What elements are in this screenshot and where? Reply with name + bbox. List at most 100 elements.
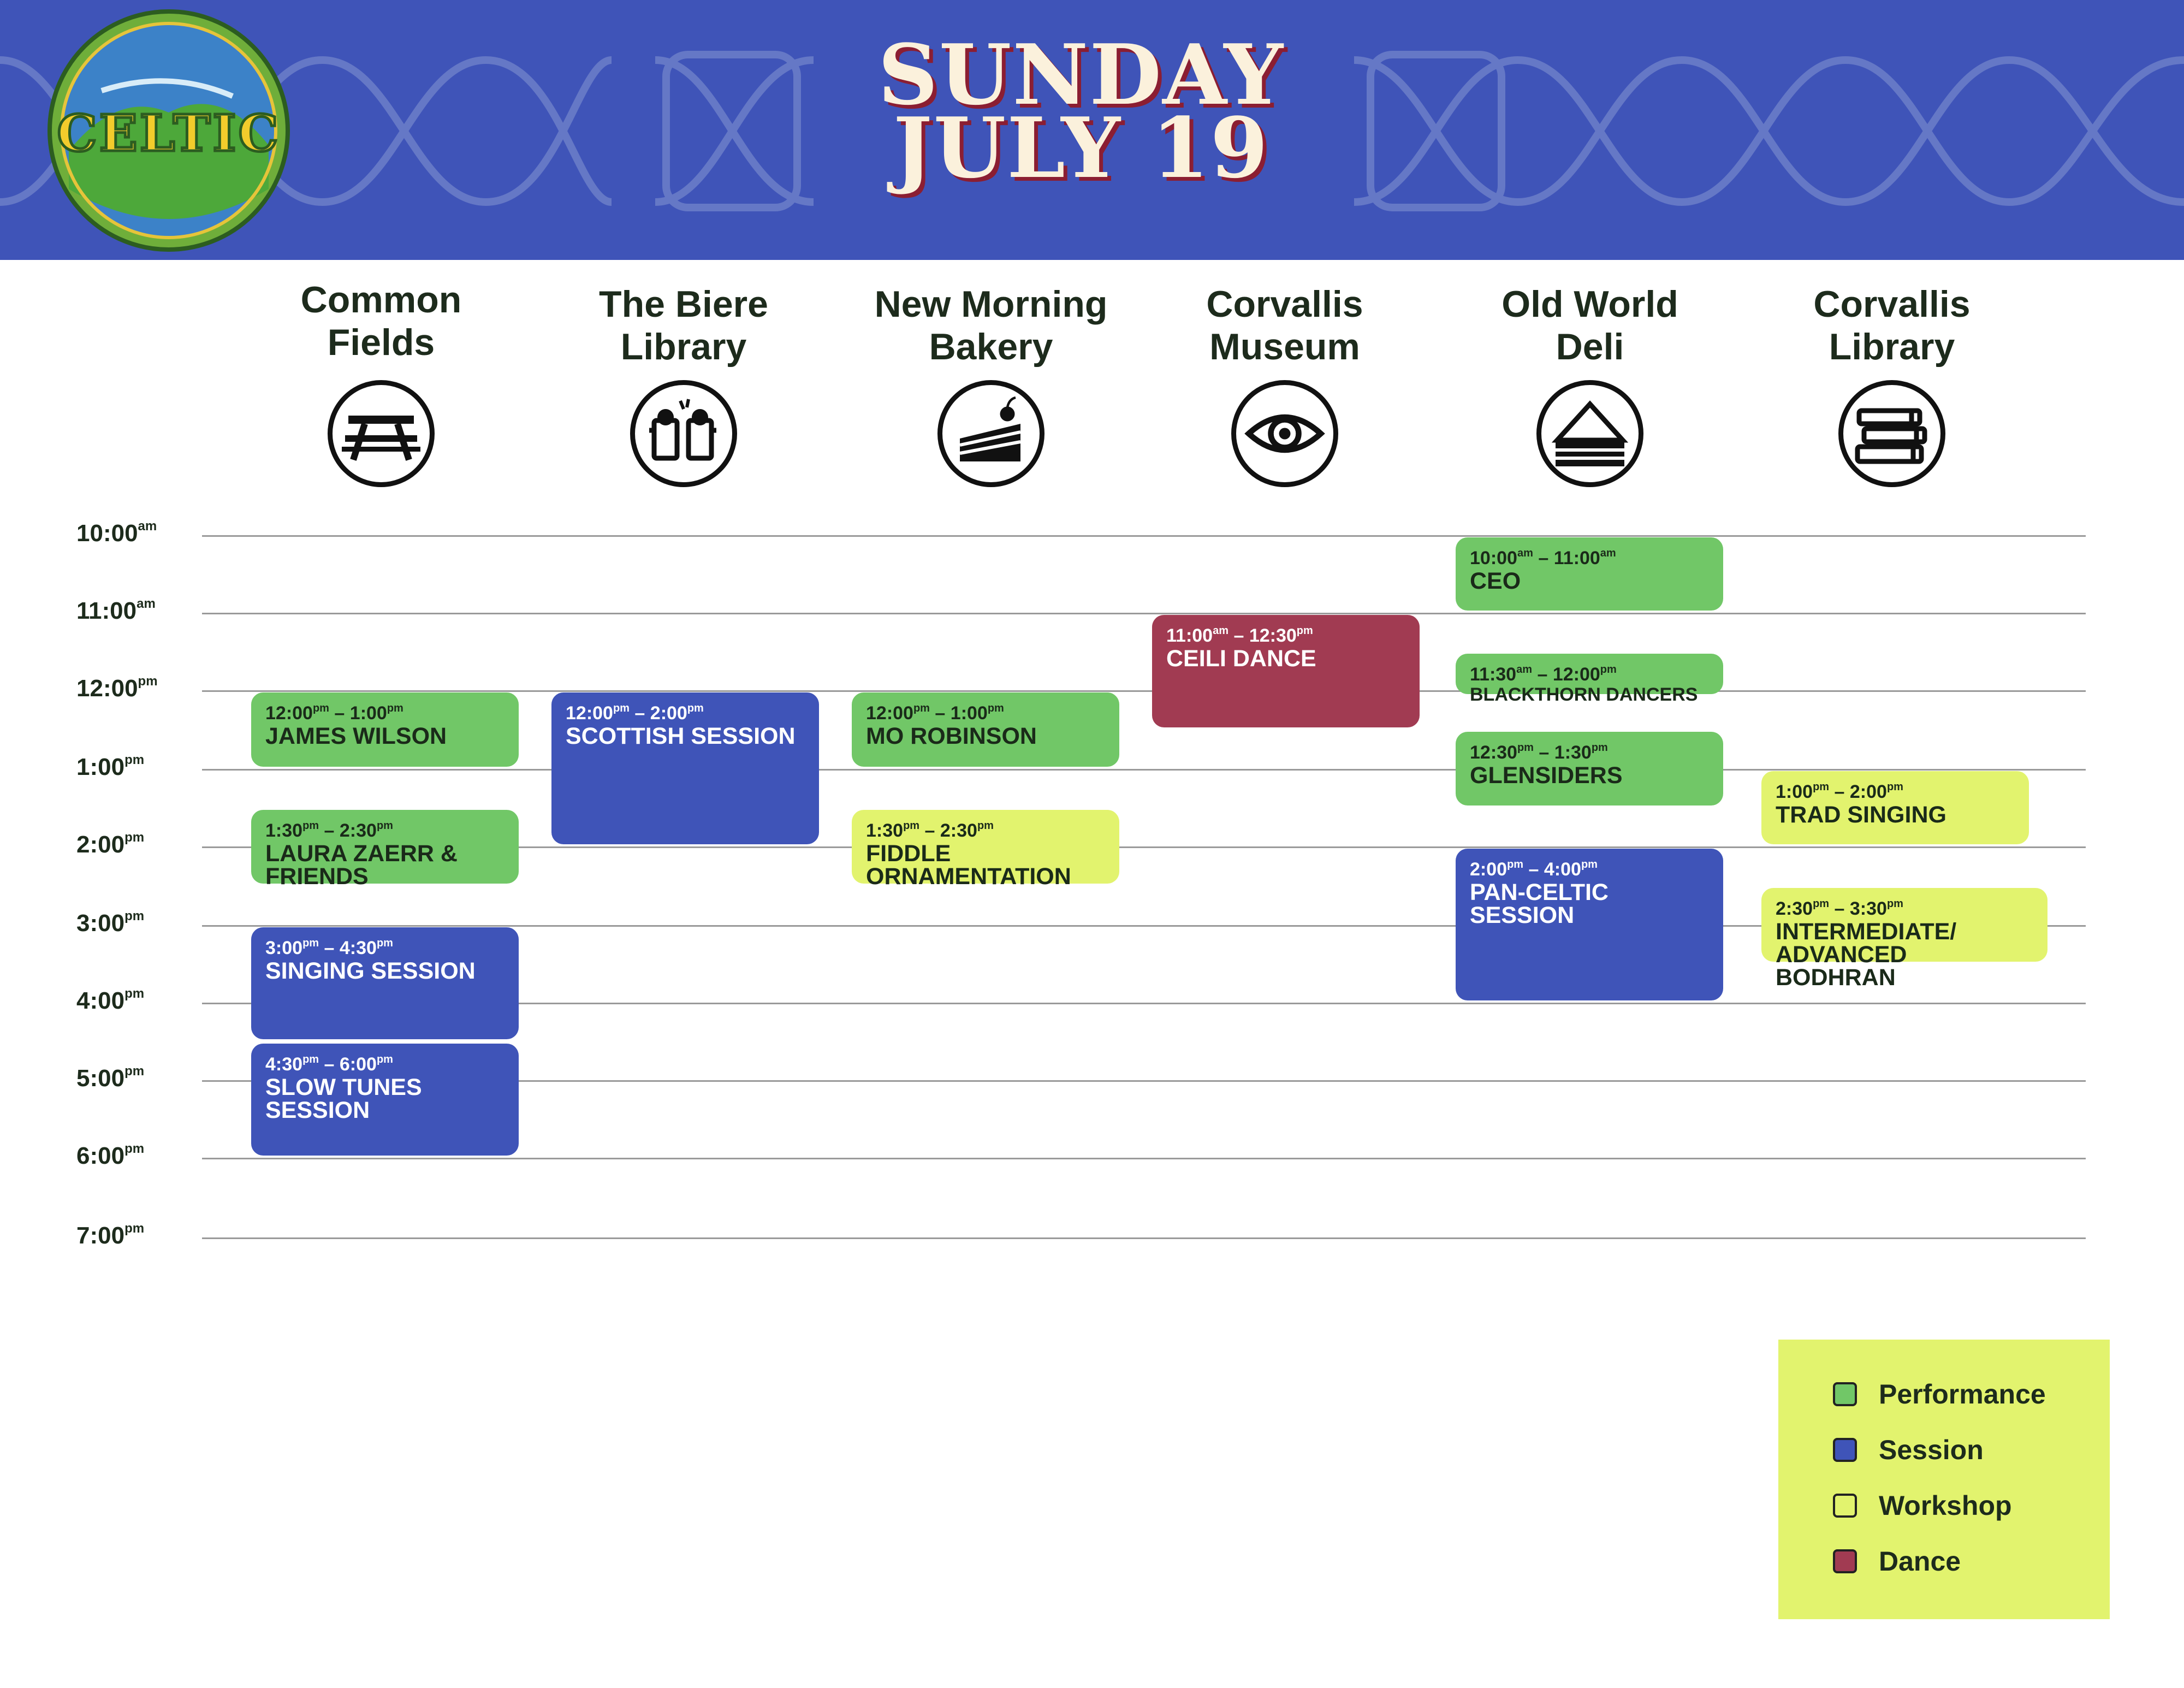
event-end-ampm: pm bbox=[1591, 742, 1608, 754]
event-time: 12:00pm – 1:00pm bbox=[866, 697, 1105, 725]
event-start-ampm: pm bbox=[913, 702, 930, 714]
event-time: 4:30pm – 6:00pm bbox=[265, 1048, 505, 1076]
event-start-time: 3:00 bbox=[265, 938, 303, 958]
time-label-ampm: pm bbox=[124, 830, 145, 845]
time-label-ampm: pm bbox=[124, 1141, 145, 1156]
event-end-time: 12:30 bbox=[1249, 625, 1297, 646]
event-end-time: 1:00 bbox=[349, 703, 387, 724]
legend-label: Performance bbox=[1879, 1379, 2046, 1409]
event-time-dash: – bbox=[1523, 859, 1544, 880]
time-label-hour: 6:00 bbox=[76, 1142, 125, 1169]
event-name: INTERMEDIATE/ ADVANCED BODHRAN bbox=[1776, 919, 1957, 991]
event-time-dash: – bbox=[1829, 898, 1850, 919]
event-end-time: 4:30 bbox=[339, 938, 377, 958]
time-label-ampm: pm bbox=[124, 753, 145, 767]
legend-item: Dance bbox=[1833, 1545, 1961, 1578]
time-label: 10:00am bbox=[76, 519, 157, 547]
event-start-time: 1:30 bbox=[866, 820, 904, 841]
time-label-ampm: am bbox=[136, 596, 156, 611]
time-label-ampm: pm bbox=[124, 986, 145, 1001]
event-end-ampm: pm bbox=[376, 1053, 393, 1065]
time-label: 2:00pm bbox=[76, 830, 144, 858]
event-start-time: 2:00 bbox=[1470, 859, 1508, 880]
time-label-ampm: pm bbox=[138, 674, 158, 689]
event-end-ampm: pm bbox=[987, 702, 1004, 714]
event-end-time: 2:00 bbox=[1849, 781, 1887, 802]
page-title: SUNDAY JULY 19 bbox=[814, 33, 1349, 189]
event-time: 2:30pm – 3:30pm bbox=[1776, 892, 2033, 920]
event-time: 10:00am – 11:00am bbox=[1470, 542, 1709, 570]
event-end-time: 6:00 bbox=[339, 1054, 377, 1075]
event-end-time: 1:30 bbox=[1554, 742, 1592, 763]
event-time-dash: – bbox=[329, 703, 350, 724]
venue-name-line2: Bakery bbox=[929, 326, 1053, 368]
event-end-ampm: pm bbox=[376, 937, 393, 949]
time-label: 4:00pm bbox=[76, 986, 144, 1015]
event-time-dash: – bbox=[629, 703, 650, 724]
venue-name-line1: New Morning bbox=[874, 283, 1108, 325]
event-start-ampm: pm bbox=[1813, 781, 1830, 793]
event-start-ampm: pm bbox=[613, 702, 630, 714]
time-gridline bbox=[202, 1080, 2086, 1082]
event-name: JAMES WILSON bbox=[265, 723, 447, 749]
event-end-ampm: am bbox=[1600, 547, 1616, 559]
event-time: 12:00pm – 2:00pm bbox=[566, 697, 805, 725]
event-name: LAURA ZAERR & FRIENDS bbox=[265, 840, 458, 890]
event-name: GLENSIDERS bbox=[1470, 762, 1623, 789]
time-gridline bbox=[202, 925, 2086, 927]
event-end-time: 2:00 bbox=[650, 703, 687, 724]
event-time: 11:30am – 12:00pm bbox=[1470, 658, 1709, 686]
event-time: 12:00pm – 1:00pm bbox=[265, 697, 505, 725]
cake-slice-icon bbox=[937, 380, 1044, 487]
books-icon bbox=[1838, 380, 1945, 487]
event-start-time: 12:00 bbox=[265, 703, 313, 724]
event-time-dash: – bbox=[319, 938, 340, 958]
event-end-ampm: pm bbox=[1886, 898, 1903, 910]
event-start-time: 12:30 bbox=[1470, 742, 1517, 763]
legend-swatch bbox=[1833, 1382, 1857, 1406]
venue-name-line1: Corvallis bbox=[1206, 283, 1363, 325]
event-start-time: 12:00 bbox=[866, 703, 913, 724]
picnic-table-icon bbox=[328, 380, 435, 487]
event-time-dash: – bbox=[1829, 781, 1850, 802]
event-time: 1:00pm – 2:00pm bbox=[1776, 775, 2015, 803]
event-name: SINGING SESSION bbox=[265, 958, 476, 984]
event-start-ampm: pm bbox=[302, 937, 319, 949]
legend-item: Workshop bbox=[1833, 1489, 2012, 1522]
time-label-hour: 3:00 bbox=[76, 910, 125, 937]
time-label-hour: 1:00 bbox=[76, 754, 125, 780]
legend-swatch bbox=[1833, 1438, 1857, 1462]
event-start-ampm: pm bbox=[1517, 742, 1534, 754]
venue-name-line2: Fields bbox=[327, 322, 435, 363]
time-gridline bbox=[202, 1003, 2086, 1004]
venue-name-line1: Old World bbox=[1502, 283, 1678, 325]
event-time: 1:30pm – 2:30pm bbox=[265, 814, 505, 842]
event-time: 12:30pm – 1:30pm bbox=[1470, 736, 1709, 764]
event-end-time: 2:30 bbox=[940, 820, 977, 841]
event-end-time: 3:30 bbox=[1849, 898, 1887, 919]
time-label: 7:00pm bbox=[76, 1221, 144, 1249]
event-name: MO ROBINSON bbox=[866, 723, 1037, 749]
event-start-ampm: pm bbox=[1507, 858, 1524, 870]
sandwich-icon bbox=[1536, 380, 1643, 487]
venue-name-line1: Corvallis bbox=[1813, 283, 1971, 325]
time-gridline bbox=[202, 846, 2086, 848]
event-name: SCOTTISH SESSION bbox=[566, 723, 796, 749]
